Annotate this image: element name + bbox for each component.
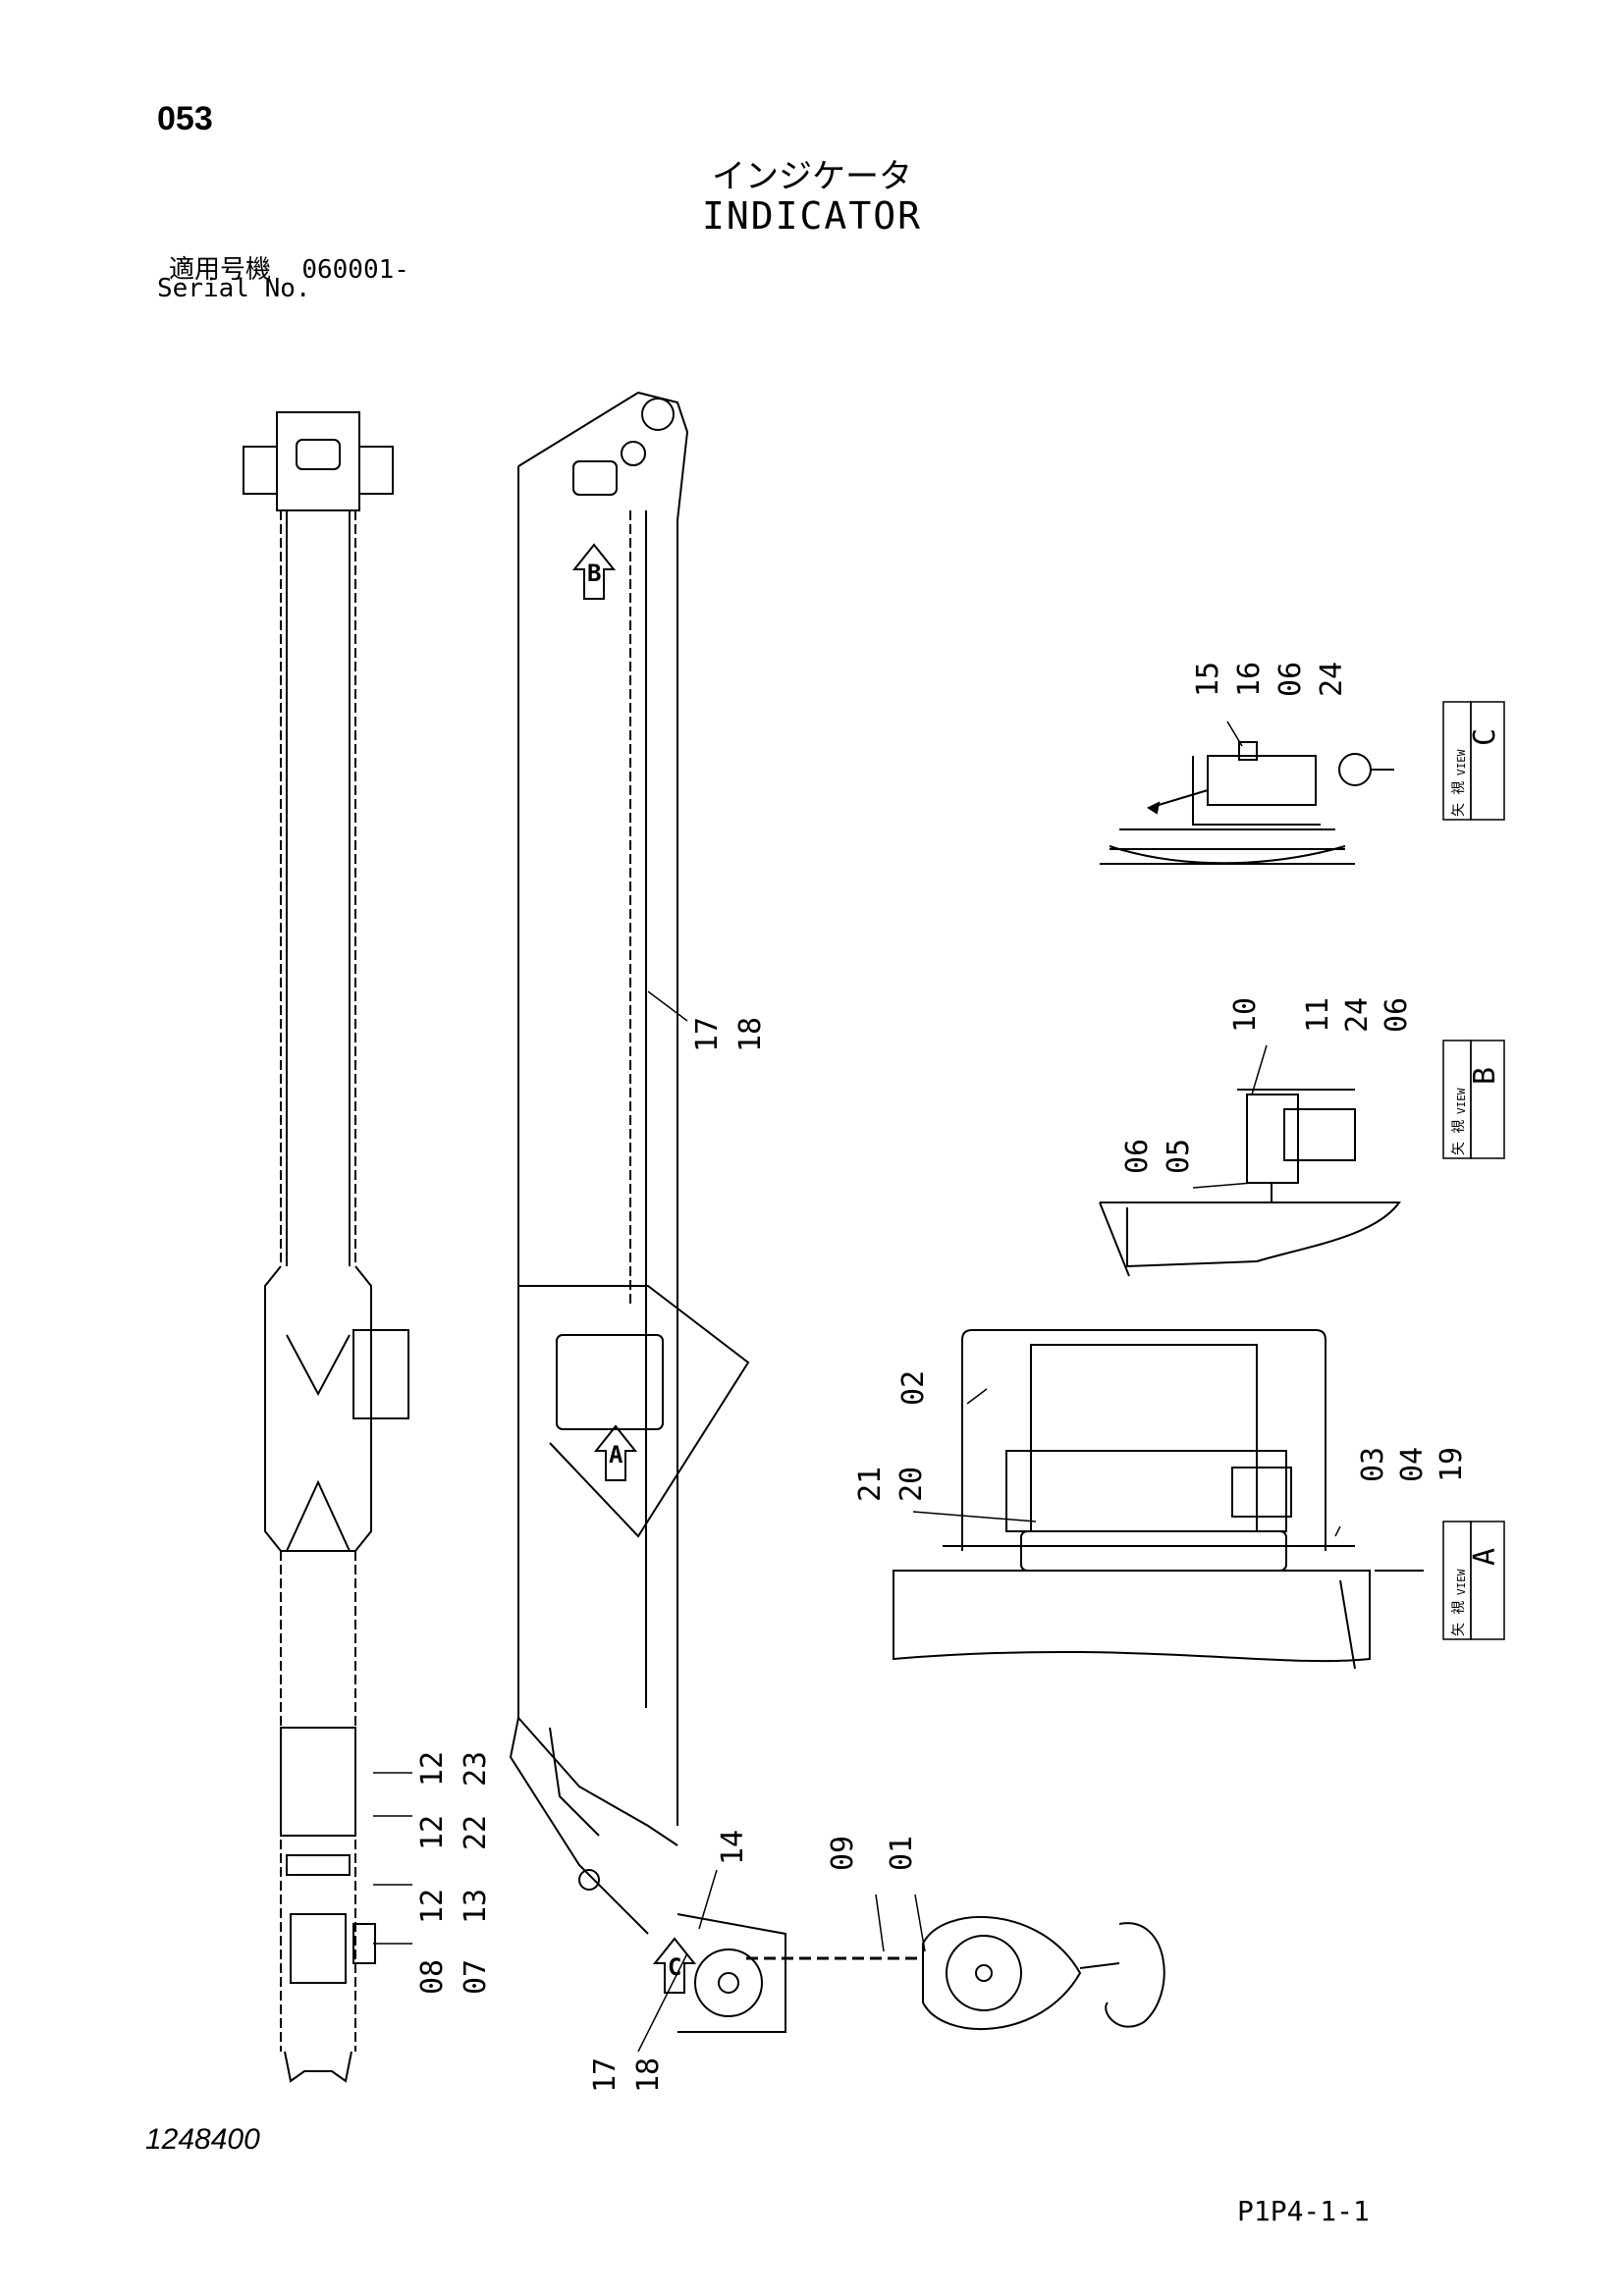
callout-10: 10 xyxy=(1228,997,1263,1033)
callout-11: 11 xyxy=(1301,997,1335,1033)
arrow-c xyxy=(652,1937,697,1994)
arrow-a-label: A xyxy=(609,1441,623,1468)
view-c-detail xyxy=(1100,741,1394,865)
callout-13: 13 xyxy=(459,1889,493,1924)
view-b-en: VIEW xyxy=(1455,1088,1468,1114)
view-a-en: VIEW xyxy=(1455,1569,1468,1595)
callout-24-c: 24 xyxy=(1315,662,1349,697)
callout-07: 07 xyxy=(459,1959,493,1995)
callout-06-b2: 06 xyxy=(1120,1139,1155,1174)
callout-03: 03 xyxy=(1356,1447,1390,1482)
callout-08: 08 xyxy=(415,1959,450,1995)
callout-17-low: 17 xyxy=(588,2057,623,2093)
view-a-letter: A xyxy=(1468,1548,1502,1566)
boom-main-view xyxy=(509,391,750,1935)
callout-17-mid: 17 xyxy=(690,1017,725,1052)
leader-lines xyxy=(373,721,1341,2053)
hook-assembly xyxy=(677,1913,1165,2033)
view-c-letter: C xyxy=(1468,728,1502,746)
view-box-c xyxy=(1442,701,1505,821)
callout-16: 16 xyxy=(1232,662,1267,697)
callout-23: 23 xyxy=(459,1751,493,1787)
callout-14: 14 xyxy=(716,1830,750,1865)
view-a-jp: 矢 視 xyxy=(1451,1601,1467,1636)
arrow-b xyxy=(571,543,617,600)
callout-20: 20 xyxy=(894,1467,929,1502)
callout-12-c: 12 xyxy=(415,1889,450,1924)
callout-22: 22 xyxy=(459,1815,493,1850)
callout-24-b: 24 xyxy=(1340,997,1375,1033)
callout-06-b: 06 xyxy=(1380,997,1414,1033)
view-arrows xyxy=(571,543,697,1994)
callout-21: 21 xyxy=(853,1467,888,1502)
callout-01: 01 xyxy=(885,1836,919,1871)
view-b-jp: 矢 視 xyxy=(1451,1120,1467,1155)
view-b-detail xyxy=(1099,1089,1401,1277)
callout-18-mid: 18 xyxy=(733,1017,768,1052)
arrow-a xyxy=(593,1424,638,1481)
view-box-a xyxy=(1442,1521,1505,1640)
callout-06-c: 06 xyxy=(1273,662,1308,697)
page-number: 053 xyxy=(157,100,213,137)
page-title: INDICATOR xyxy=(702,194,922,238)
callout-15: 15 xyxy=(1191,662,1225,697)
callout-12-a: 12 xyxy=(415,1751,450,1787)
callout-05: 05 xyxy=(1162,1139,1196,1174)
document-number: 1248400 xyxy=(145,2123,260,2156)
callout-18-low: 18 xyxy=(631,2057,666,2093)
serial-label-jp: 適用号機 060001- xyxy=(169,249,409,286)
title-japanese: インジケータ xyxy=(712,157,912,196)
view-box-b xyxy=(1442,1040,1505,1159)
serial-value: 060001- xyxy=(301,255,409,285)
arrow-b-label: B xyxy=(587,560,601,587)
serial-label-jp-text: 適用号機 xyxy=(169,255,272,285)
view-c-jp: 矢 視 xyxy=(1451,781,1467,817)
page-reference: P1P4-1-1 xyxy=(1237,2195,1370,2227)
callout-19: 19 xyxy=(1435,1447,1469,1482)
serial-label-en: Serial No. xyxy=(157,274,311,303)
view-b-letter: B xyxy=(1468,1067,1502,1085)
view-c-en: VIEW xyxy=(1455,749,1468,775)
boom-side-view xyxy=(243,411,409,2083)
callout-12-b: 12 xyxy=(415,1815,450,1850)
callout-04: 04 xyxy=(1395,1447,1430,1482)
callout-09: 09 xyxy=(826,1836,860,1871)
view-a-detail xyxy=(893,1329,1424,1670)
callout-02: 02 xyxy=(896,1370,931,1406)
arrow-c-label: C xyxy=(668,1953,681,1981)
